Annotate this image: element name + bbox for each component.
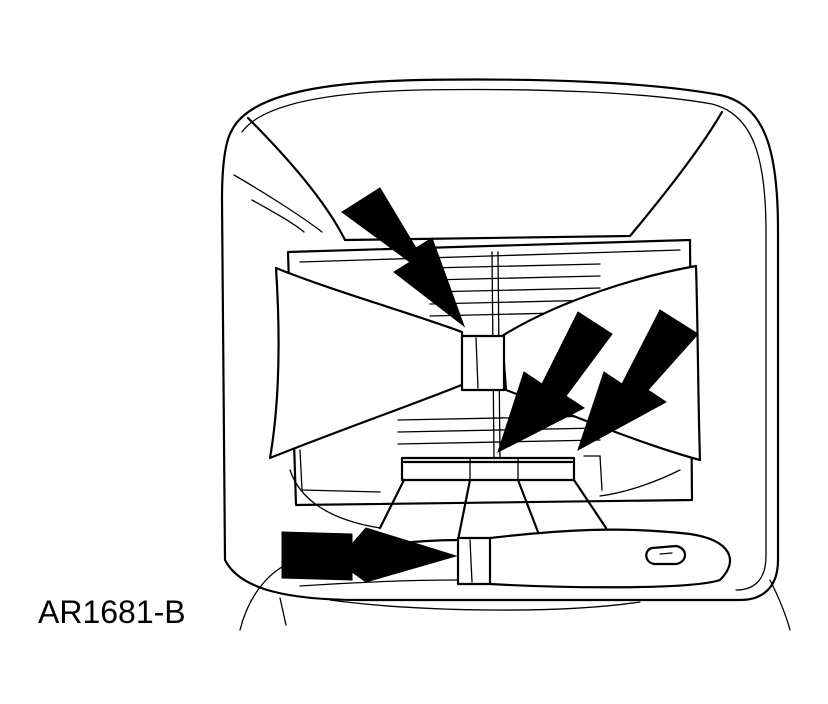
folded-cover-panels [268, 264, 702, 462]
figure-label: AR1681-B [38, 594, 186, 630]
upper-cover-flap [233, 110, 724, 242]
lower-retainer-bar [400, 456, 576, 482]
seat-back-outline [220, 78, 791, 631]
strap-buckle [456, 536, 492, 586]
arrow-bar-left-icon [497, 311, 613, 453]
arrow-lower-strap-icon [281, 527, 458, 583]
callout-arrows [281, 187, 699, 583]
arrow-bar-right-icon [577, 309, 699, 452]
center-retainer-clip [460, 334, 506, 392]
arrow-upper-clip-icon [341, 187, 466, 328]
